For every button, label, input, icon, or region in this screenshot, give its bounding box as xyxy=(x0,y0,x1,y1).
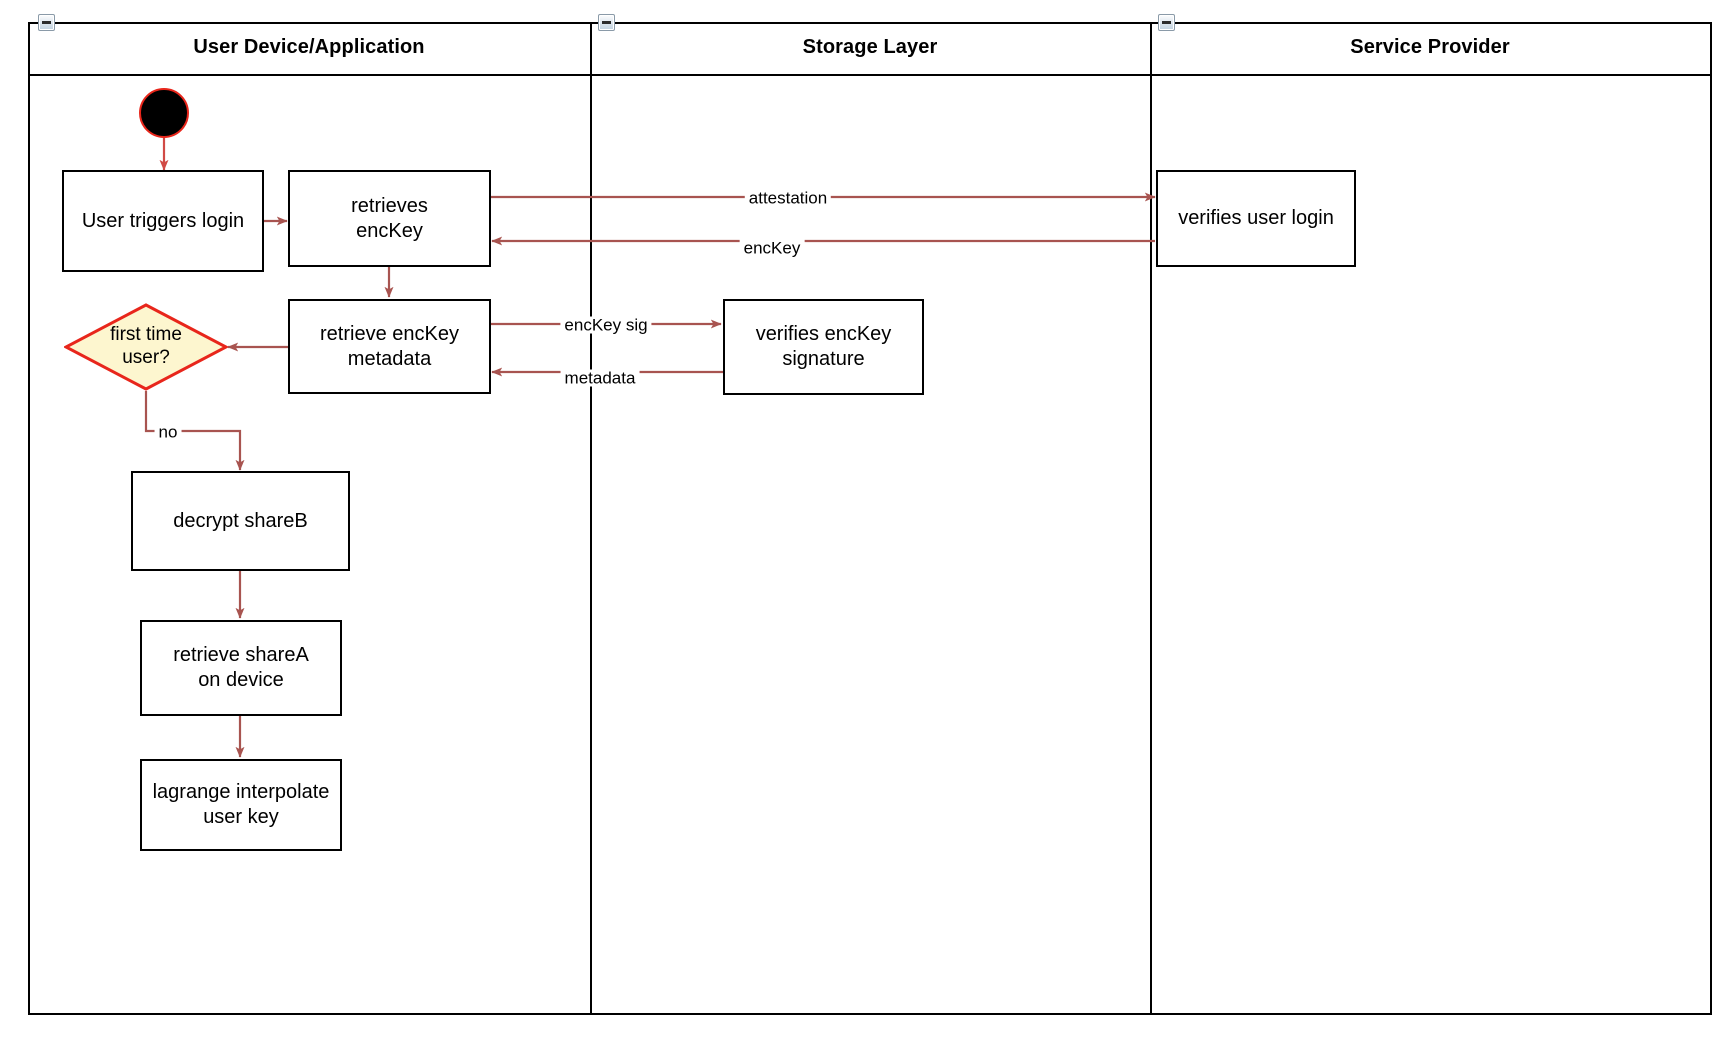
node-user-triggers-login[interactable]: User triggers login xyxy=(62,170,264,272)
node-decrypt-shareb[interactable]: decrypt shareB xyxy=(131,471,350,571)
node-verifies-user-login[interactable]: verifies user login xyxy=(1156,170,1356,267)
collapse-minus-icon-lane-user[interactable] xyxy=(38,14,55,31)
edge-label-no: no xyxy=(154,423,182,441)
edge-label-metadata: metadata xyxy=(560,369,640,387)
decision-label: first time user? xyxy=(110,324,182,368)
node-lagrange-interpolate-user-key[interactable]: lagrange interpolate user key xyxy=(140,759,342,851)
lane-header-divider xyxy=(30,74,1710,76)
node-retrieve-sharea-on-device[interactable]: retrieve shareA on device xyxy=(140,620,342,716)
lane-title-storage-layer: Storage Layer xyxy=(802,36,938,58)
lane-title-service-provider: Service Provider xyxy=(1350,36,1510,58)
collapse-minus-icon-lane-provider[interactable] xyxy=(1158,14,1175,31)
lane-divider-1 xyxy=(590,24,592,1013)
initial-start-node[interactable] xyxy=(139,88,189,138)
collapse-minus-icon-lane-storage[interactable] xyxy=(598,14,615,31)
edge-label-attestation: attestation xyxy=(744,189,832,207)
node-first-time-user-decision[interactable]: first time user? xyxy=(64,303,228,391)
node-retrieves-enckey[interactable]: retrieves encKey xyxy=(288,170,491,267)
edge-label-enckey: encKey xyxy=(739,239,805,257)
lane-divider-2 xyxy=(1150,24,1152,1013)
lane-title-user-device: User Device/Application xyxy=(193,36,425,58)
edge-label-enckey-sig: encKey sig xyxy=(560,316,652,334)
node-verifies-enckey-signature[interactable]: verifies encKey signature xyxy=(723,299,924,395)
node-retrieve-enckey-metadata[interactable]: retrieve encKey metadata xyxy=(288,299,491,394)
decision-diamond-shape xyxy=(64,303,228,391)
